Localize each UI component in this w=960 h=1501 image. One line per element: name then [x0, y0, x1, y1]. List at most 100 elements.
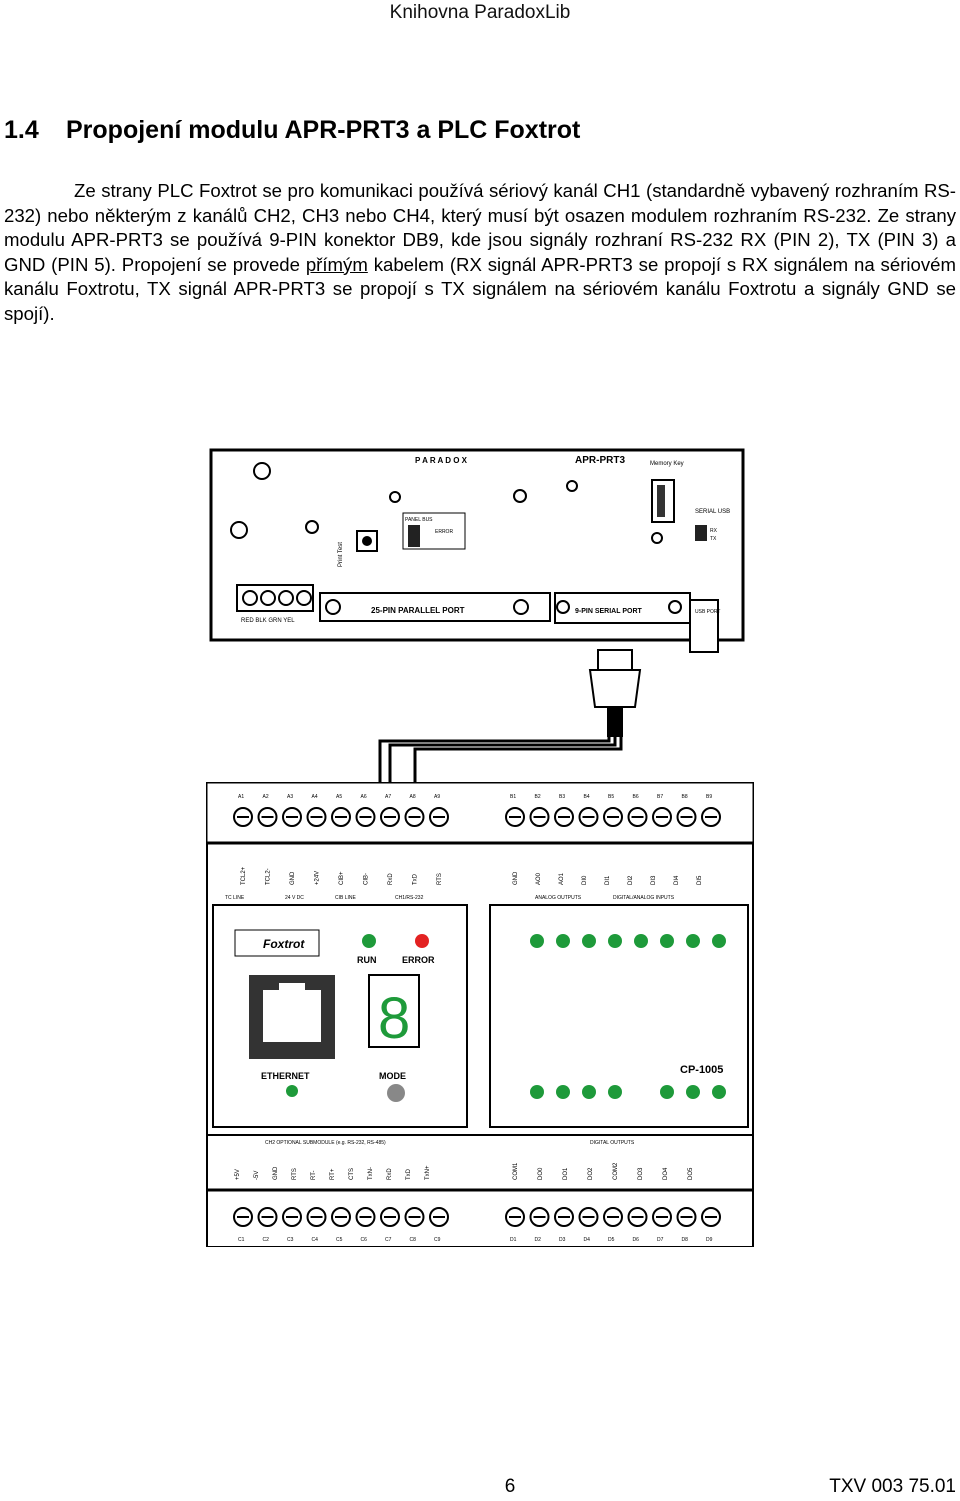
- underlined-word: přímým: [305, 253, 368, 275]
- document-code: TXV 003 75.01: [829, 1476, 956, 1497]
- signal-label: TCL2+: [241, 866, 247, 885]
- status-led: [660, 934, 674, 948]
- terminal-label: A1: [238, 794, 244, 800]
- body-paragraph: Ze strany PLC Foxtrot se pro komunikaci …: [4, 179, 956, 326]
- terminal-label: C3: [287, 1237, 294, 1243]
- apr-error-label: ERROR: [435, 529, 453, 535]
- terminal-label: D8: [682, 1237, 689, 1243]
- signal-label: RTS: [292, 1168, 298, 1180]
- terminal-label: D4: [584, 1237, 591, 1243]
- terminal-label: C2: [263, 1237, 270, 1243]
- paragraph-part-2: kabelem (RX signál APR-PRT3 se propojí s…: [4, 253, 956, 324]
- usb-port-label: USB PORT: [695, 609, 720, 615]
- bottom-screw-row: [233, 1207, 721, 1227]
- terminal-label: A3: [287, 794, 293, 800]
- terminal-label: A9: [434, 794, 440, 800]
- signal-label: DO0: [538, 1167, 544, 1180]
- status-led: [582, 934, 596, 948]
- signal-label: COM1: [513, 1162, 519, 1180]
- status-led: [634, 934, 648, 948]
- status-led: [530, 934, 544, 948]
- serial-port-label: 9-PIN SERIAL PORT: [575, 608, 642, 615]
- signal-label: DO3: [638, 1167, 644, 1180]
- signal-label: CTS: [349, 1168, 355, 1180]
- paragraph-part-1: Ze strany PLC Foxtrot se pro komunikaci …: [4, 180, 956, 275]
- status-led: [712, 1085, 726, 1099]
- apr-model-label: APR-PRT3: [575, 455, 625, 466]
- group-label: CH1/RS-232: [395, 895, 424, 901]
- seven-segment-display: 8: [378, 986, 410, 1051]
- terminal-label: A6: [361, 794, 367, 800]
- status-led: [712, 934, 726, 948]
- terminal-label: C6: [361, 1237, 368, 1243]
- foxtrot-logo: Foxtrot: [263, 937, 305, 951]
- signal-label: RxD: [387, 1168, 393, 1180]
- output-leds-top: [530, 934, 726, 948]
- print-test-label: Print Test: [338, 542, 344, 567]
- group-label: 24 V DC: [285, 895, 304, 901]
- run-label: RUN: [357, 955, 377, 965]
- signal-label: GND: [273, 1166, 279, 1180]
- apr-terminal-labels: RED BLK GRN YEL: [241, 618, 295, 624]
- signal-label: RT+: [330, 1168, 336, 1180]
- signal-label: DI3: [651, 875, 657, 885]
- signal-label: -5V: [254, 1171, 260, 1180]
- terminal-label: D7: [657, 1237, 664, 1243]
- signal-label: +24V: [315, 871, 321, 885]
- digital-outputs-label: DIGITAL OUTPUTS: [590, 1140, 635, 1146]
- page-number: 6: [504, 1476, 516, 1497]
- signal-label: TxD: [413, 873, 419, 885]
- signal-label: DI1: [605, 875, 611, 885]
- signal-label: DO5: [688, 1167, 694, 1180]
- output-leds-bottom: [530, 1085, 726, 1099]
- section-number: 1.4: [4, 116, 39, 144]
- terminal-label: C9: [434, 1237, 441, 1243]
- signal-label: DO4: [663, 1167, 669, 1180]
- terminal-label: D5: [608, 1237, 615, 1243]
- top-screw-row: [233, 807, 721, 827]
- terminal-label: B4: [584, 794, 590, 800]
- terminal-label: A5: [336, 794, 342, 800]
- terminal-label: C7: [385, 1237, 392, 1243]
- apr-rx-label: RX: [710, 528, 718, 534]
- status-led: [686, 1085, 700, 1099]
- signal-label: DO2: [588, 1167, 594, 1180]
- terminal-label: D9: [706, 1237, 713, 1243]
- serial-usb-label: SERIAL USB: [695, 509, 730, 515]
- group-label: CIB LINE: [335, 895, 357, 901]
- page-header: Knihovna ParadoxLib: [389, 2, 571, 23]
- signal-label: DI5: [697, 875, 703, 885]
- terminal-label: D2: [535, 1237, 542, 1243]
- ch2-group-label: CH2 OPTIONAL SUBMODULE (e.g. RS-232, RS-…: [265, 1140, 386, 1146]
- paragraph-text: Ze strany PLC Foxtrot se pro komunikaci …: [4, 179, 956, 326]
- terminal-label: B1: [510, 794, 516, 800]
- signal-label: COM2: [613, 1162, 619, 1180]
- terminal-label: B7: [657, 794, 663, 800]
- terminal-label: B3: [559, 794, 565, 800]
- signal-label: TxN-: [368, 1167, 374, 1180]
- status-led: [608, 1085, 622, 1099]
- signal-label: TCL2-: [266, 868, 272, 885]
- terminal-label: B6: [633, 794, 639, 800]
- apr-tx-label: TX: [710, 536, 717, 542]
- terminal-label: B2: [535, 794, 541, 800]
- panel-bus-label: PANEL BUS: [405, 517, 433, 523]
- status-led: [556, 1085, 570, 1099]
- signal-label: AO0: [536, 872, 542, 885]
- terminal-label: A8: [410, 794, 416, 800]
- signal-label: RT-: [311, 1170, 317, 1180]
- memory-key-label: Memory Key: [650, 461, 684, 467]
- signal-label: GND: [290, 871, 296, 885]
- signal-label: DI4: [674, 875, 680, 885]
- parallel-port-label: 25-PIN PARALLEL PORT: [371, 606, 465, 615]
- terminal-label: B8: [682, 794, 688, 800]
- signal-label: DI0: [582, 875, 588, 885]
- signal-label: DI2: [628, 875, 634, 885]
- terminal-label: C1: [238, 1237, 245, 1243]
- status-led: [686, 934, 700, 948]
- signal-label: TxN+: [425, 1165, 431, 1180]
- terminal-label: A7: [385, 794, 391, 800]
